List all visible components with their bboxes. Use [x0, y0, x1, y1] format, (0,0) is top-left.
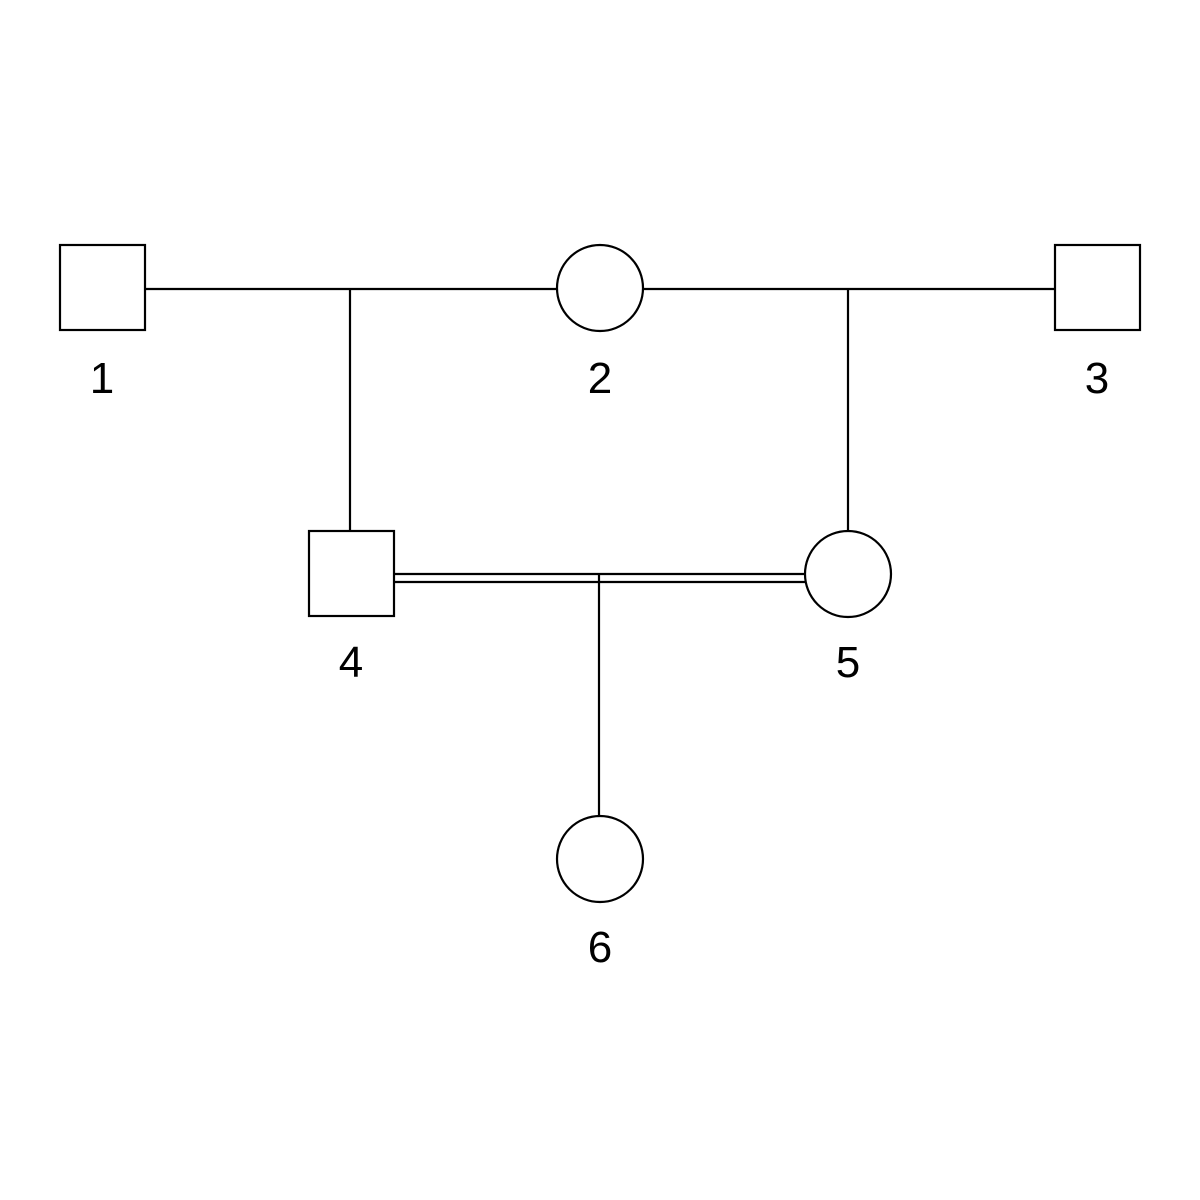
individual-4-male-square — [307, 529, 396, 618]
label-6: 6 — [588, 923, 612, 972]
individual-5-female-circle — [803, 529, 893, 619]
individual-6-female-circle — [555, 814, 645, 904]
label-4: 4 — [339, 638, 363, 687]
consanguineous-mating-line-4-5 — [394, 572, 807, 584]
label-1: 1 — [90, 354, 114, 403]
label-2: 2 — [588, 354, 612, 403]
label-3: 3 — [1085, 354, 1109, 403]
individual-3-male-square — [1053, 243, 1142, 332]
label-5: 5 — [836, 638, 860, 687]
individual-2-female-circle — [555, 243, 645, 333]
individual-1-male-square — [58, 243, 147, 332]
